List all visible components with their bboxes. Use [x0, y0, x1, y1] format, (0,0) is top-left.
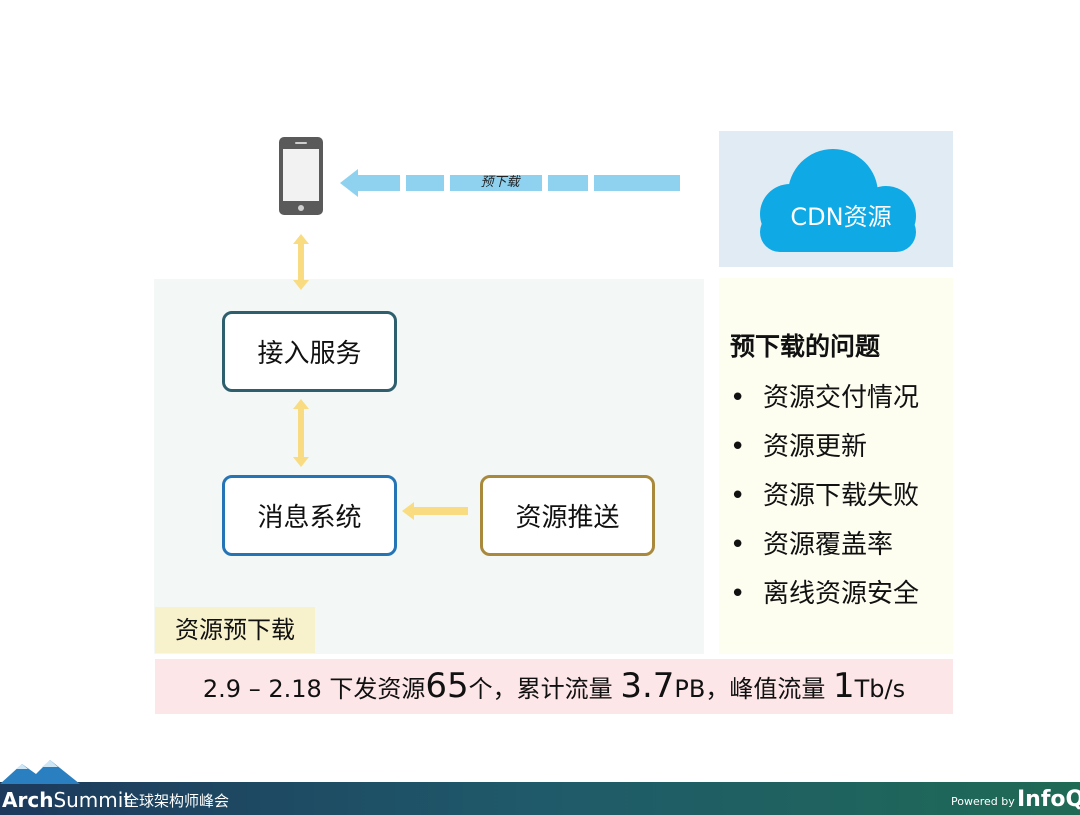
bullet: • [730, 383, 746, 413]
resource-push-box: 资源推送 [480, 475, 655, 556]
bullet: • [730, 432, 746, 462]
resource-count: 65 [425, 666, 469, 706]
section-tag: 资源预下载 [155, 607, 315, 653]
total-unit: PB，峰值流量 [674, 675, 833, 703]
bullet: • [730, 530, 746, 560]
footer-bar [0, 782, 1080, 815]
total-traffic: 3.7 [620, 666, 675, 706]
peak-unit: Tb/s [854, 675, 906, 703]
bullet: • [730, 481, 746, 511]
problems-panel [719, 278, 953, 654]
stats-summary: 2.9 – 2.18 下发资源65个，累计流量 3.7PB，峰值流量 1Tb/s [155, 659, 953, 714]
stats-bar [155, 659, 953, 714]
list-item: •离线资源安全 [726, 570, 919, 619]
download-arrow [340, 169, 680, 197]
list-item: •资源更新 [726, 423, 919, 472]
bidirectional-arrow [293, 234, 309, 290]
left-arrow [402, 502, 468, 520]
cloud-icon [760, 149, 916, 252]
mountain-logo-icon [0, 760, 80, 784]
brand-subtitle: 全球架构师峰会 [124, 792, 230, 810]
mobile-phone-icon [279, 137, 323, 215]
message-system-box: 消息系统 [222, 475, 397, 556]
problems-list: •资源交付情况 •资源更新 •资源下载失败 •资源覆盖率 •离线资源安全 [726, 374, 919, 619]
sponsor-logo: InfoQ [1017, 787, 1080, 812]
list-item: •资源下载失败 [726, 472, 919, 521]
count-unit: 个，累计流量 [468, 675, 621, 703]
brand-logo: ArchSummit [2, 788, 132, 812]
list-item: •资源交付情况 [726, 374, 919, 423]
powered-by-label: Powered by [951, 795, 1015, 808]
download-arrow-label: 预下载 [480, 175, 520, 190]
cdn-resource-label: CDN资源 [790, 203, 892, 231]
date-range: 2.9 – 2.18 下发资源 [202, 675, 426, 703]
bidirectional-arrow [293, 399, 309, 467]
access-service-box: 接入服务 [222, 311, 397, 392]
problems-title: 预下载的问题 [730, 332, 881, 361]
bullet: • [730, 579, 746, 609]
list-item: •资源覆盖率 [726, 521, 919, 570]
peak-traffic: 1 [832, 666, 855, 706]
